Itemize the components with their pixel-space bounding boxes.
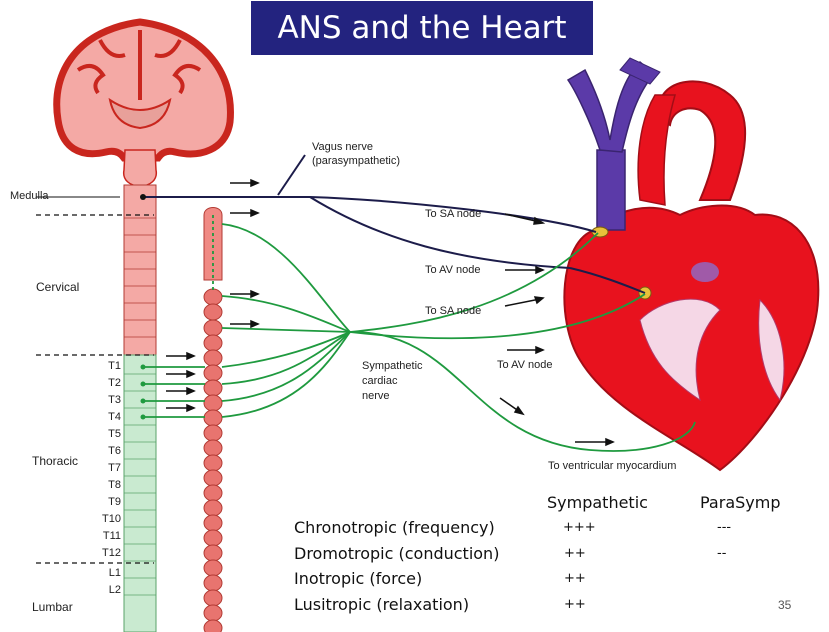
- label-to-sa-node: To SA node: [425, 208, 482, 220]
- table-row-para: ---: [717, 520, 732, 535]
- label-symp-1: Sympathetic: [362, 360, 423, 372]
- segment-label: T11: [102, 530, 121, 542]
- table-row-effect: Lusitropic (relaxation): [294, 595, 470, 614]
- table-row-effect: Chronotropic (frequency): [294, 518, 495, 537]
- brain-illustration: [53, 18, 234, 187]
- col-header-sympathetic: Sympathetic: [547, 493, 648, 512]
- label-to-av-node-symp: To AV node: [497, 359, 553, 371]
- table-row-effect: Inotropic (force): [294, 569, 423, 588]
- segment-label: L2: [108, 584, 121, 596]
- region-thoracic: Thoracic: [32, 454, 79, 468]
- segment-label: T3: [108, 394, 121, 406]
- spinal-cord: [123, 184, 157, 632]
- label-to-sa-node-symp: To SA node: [425, 305, 482, 317]
- segment-label: L1: [108, 567, 121, 579]
- label-vagus-1: Vagus nerve: [312, 141, 373, 153]
- sympathetic-chain: [203, 207, 223, 632]
- segment-label: T12: [102, 547, 121, 559]
- fiber-dots: [140, 364, 146, 420]
- segment-label: T4: [108, 411, 121, 423]
- table-row-symp: ++: [564, 546, 586, 561]
- page-number: 35: [778, 598, 792, 612]
- vagus-nerve: [143, 154, 646, 294]
- table-row-symp: ++: [564, 571, 586, 586]
- sympathetic-fibers: [143, 215, 696, 452]
- label-to-av-node: To AV node: [425, 264, 481, 276]
- col-header-parasymp: ParaSymp: [700, 493, 781, 512]
- segment-label: T6: [108, 445, 121, 457]
- table-row-symp: +++: [563, 520, 596, 535]
- arrows: [166, 178, 615, 447]
- region-lumbar: Lumbar: [32, 600, 73, 614]
- segment-label: T7: [108, 462, 121, 474]
- label-vagus-2: (parasympathetic): [312, 155, 401, 167]
- segment-label: T9: [108, 496, 121, 508]
- label-symp-3: nerve: [362, 390, 390, 402]
- label-to-ventricular: To ventricular myocardium: [548, 460, 677, 472]
- segment-label: T10: [102, 513, 121, 525]
- label-symp-2: cardiac: [362, 375, 398, 387]
- segment-label: T2: [108, 377, 121, 389]
- medulla-dot: [140, 194, 146, 200]
- label-medulla: Medulla: [10, 190, 49, 202]
- segment-label: T1: [108, 360, 121, 372]
- segment-label: T8: [108, 479, 121, 491]
- region-cervical: Cervical: [36, 280, 80, 294]
- table-row-symp: ++: [564, 597, 586, 612]
- slide-title: ANS and the Heart: [251, 1, 593, 55]
- heart-illustration: [563, 57, 820, 472]
- table-row-para: --: [717, 546, 727, 561]
- region-dividers: [36, 214, 154, 564]
- table-row-effect: Dromotropic (conduction): [294, 544, 500, 563]
- segment-label: T5: [108, 428, 121, 440]
